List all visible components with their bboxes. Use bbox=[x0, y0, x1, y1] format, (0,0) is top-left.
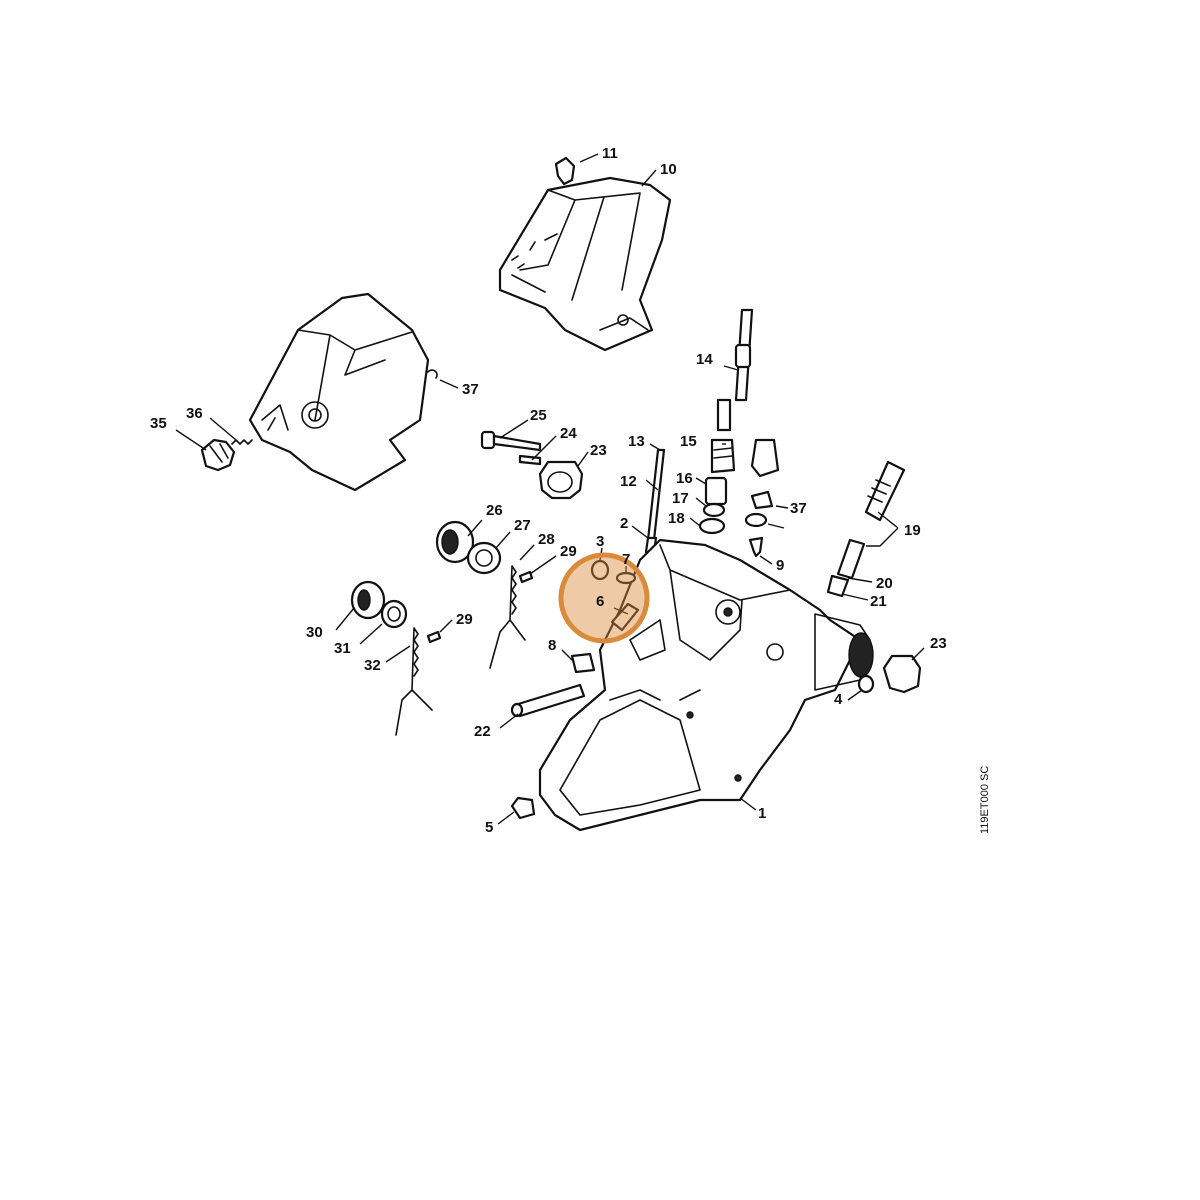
callout-1: 1 bbox=[758, 805, 766, 822]
filter-part-15 bbox=[710, 438, 736, 474]
tube-part-6 bbox=[610, 602, 640, 632]
callout-2: 2 bbox=[620, 515, 628, 532]
sprocket-part-26 bbox=[435, 520, 475, 564]
callout-23-upper: 23 bbox=[590, 442, 607, 459]
rod-part-22 bbox=[510, 683, 586, 718]
clip-part-35 bbox=[427, 369, 438, 379]
spur-part-30 bbox=[350, 580, 386, 620]
callout-36: 37 bbox=[790, 500, 807, 517]
callout-35: 37 bbox=[462, 381, 479, 398]
callout-labels: 11 10 14 37 35 36 25 24 23 13 15 12 16 1… bbox=[150, 145, 947, 836]
washer-part-27 bbox=[466, 541, 502, 575]
rod-part-12 bbox=[646, 448, 666, 542]
callout-23-right: 23 bbox=[930, 635, 947, 652]
oil-line-part-14 bbox=[716, 308, 754, 432]
knob-part-33 bbox=[200, 438, 236, 472]
callout-6: 6 bbox=[596, 593, 604, 610]
part-3 bbox=[590, 559, 610, 581]
callout-13: 13 bbox=[628, 433, 645, 450]
callout-19: 19 bbox=[904, 522, 921, 539]
callout-31: 31 bbox=[334, 640, 351, 657]
sleeve-part-16 bbox=[704, 476, 728, 506]
bumper-part-23-right bbox=[882, 654, 922, 694]
top-cover-part bbox=[498, 176, 672, 352]
callout-29-lower: 29 bbox=[456, 611, 473, 628]
part-7 bbox=[615, 571, 637, 585]
callout-30: 30 bbox=[306, 624, 323, 641]
grommet-part-18 bbox=[698, 517, 726, 535]
cap-part-36 bbox=[750, 490, 774, 510]
left-shroud-part bbox=[248, 292, 430, 492]
screw-part-9 bbox=[748, 536, 764, 558]
bolt-part-25 bbox=[480, 430, 542, 452]
plug-part-11 bbox=[554, 156, 576, 186]
callout-4: 4 bbox=[834, 691, 843, 708]
leader-lines bbox=[175, 153, 925, 825]
callout-9: 9 bbox=[776, 557, 784, 574]
adjuster-part-19 bbox=[826, 460, 906, 598]
ring-part-17 bbox=[702, 502, 726, 518]
highlight-circle bbox=[558, 552, 650, 644]
callout-29-upper: 29 bbox=[560, 543, 577, 560]
callout-18: 18 bbox=[668, 510, 685, 527]
callout-27: 27 bbox=[514, 517, 531, 534]
screw-part-29-lower bbox=[426, 630, 442, 644]
callout-7: 7 bbox=[622, 551, 630, 568]
callout-28: 28 bbox=[538, 531, 555, 548]
chain-catcher-part-28 bbox=[489, 565, 526, 669]
callout-8: 8 bbox=[548, 637, 556, 654]
bush-part-23 bbox=[538, 460, 584, 500]
callout-3: 3 bbox=[596, 533, 604, 550]
ring-part-31 bbox=[380, 599, 408, 629]
callout-25: 25 bbox=[530, 407, 547, 424]
callout-21: 21 bbox=[870, 593, 887, 610]
callout-12: 12 bbox=[620, 473, 637, 490]
callout-10: 10 bbox=[660, 161, 677, 178]
pin-part-24 bbox=[518, 454, 542, 466]
part-5 bbox=[510, 796, 536, 820]
callout-24: 24 bbox=[560, 425, 577, 442]
chain-catcher-part-32 bbox=[395, 627, 433, 736]
callout-34: 36 bbox=[186, 405, 203, 422]
oil-pickup-part bbox=[750, 438, 780, 478]
callout-22: 22 bbox=[474, 723, 491, 740]
callout-16: 16 bbox=[676, 470, 693, 487]
ring-part-37 bbox=[744, 512, 768, 528]
callout-17: 17 bbox=[672, 490, 689, 507]
callout-26: 26 bbox=[486, 502, 503, 519]
callout-14: 14 bbox=[696, 351, 713, 368]
callout-32: 32 bbox=[364, 657, 381, 674]
callout-11: 11 bbox=[602, 145, 618, 162]
callout-15: 15 bbox=[680, 433, 697, 450]
spring-part-34 bbox=[231, 439, 253, 445]
part-4 bbox=[857, 674, 875, 694]
callout-5: 5 bbox=[485, 819, 493, 836]
screw-part-29-upper bbox=[518, 570, 534, 584]
part-8 bbox=[570, 652, 596, 674]
document-code: 119ET000 SC bbox=[979, 766, 991, 834]
callout-20: 20 bbox=[876, 575, 893, 592]
callout-33: 35 bbox=[150, 415, 167, 432]
